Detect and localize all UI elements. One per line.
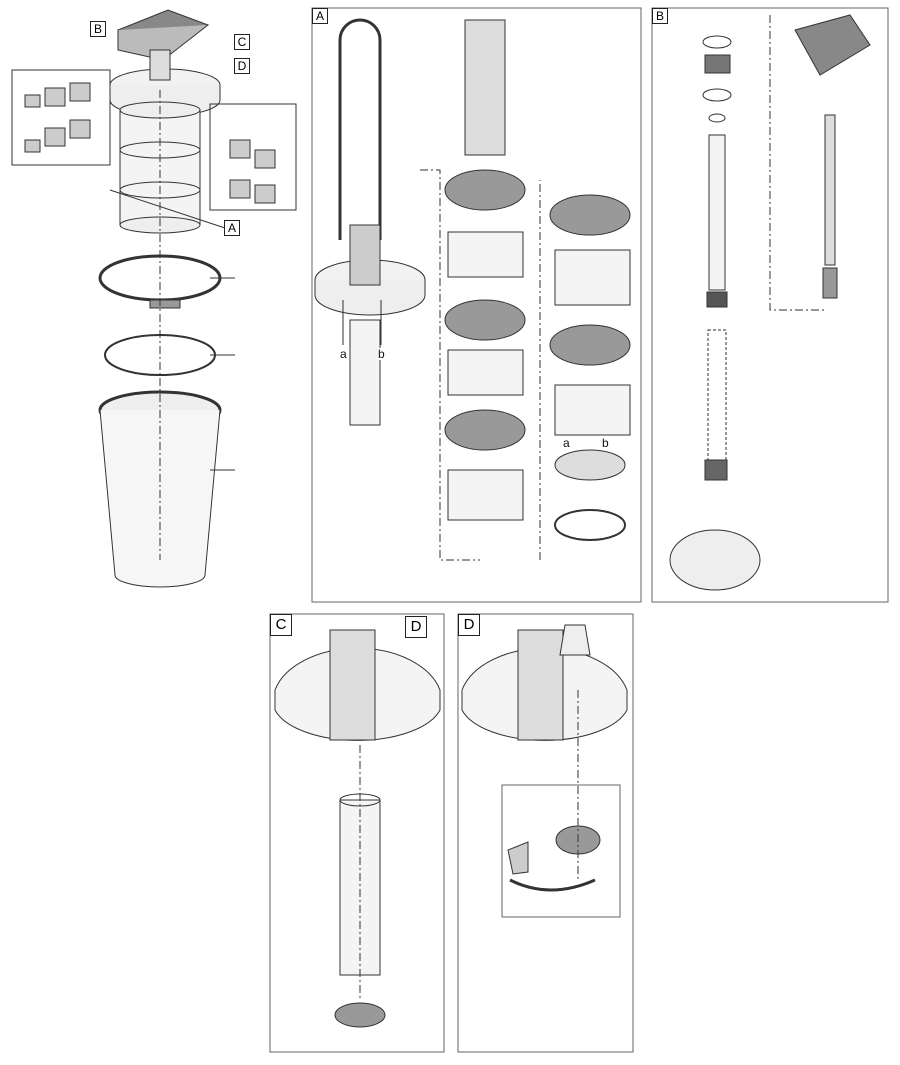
panel-a-label: A <box>312 8 328 24</box>
panel-a-drawing <box>311 7 642 603</box>
label-b-right: b <box>602 436 609 450</box>
overview-assembly <box>11 9 297 588</box>
panel-c-label: C <box>270 614 292 636</box>
label-a-right: a <box>563 436 570 450</box>
panel-c-drawing <box>269 613 445 1053</box>
callout-d: D <box>234 58 250 74</box>
label-a-left: a <box>340 347 347 361</box>
callout-b: B <box>90 21 106 37</box>
panel-c-inner-d-label: D <box>405 616 427 638</box>
panel-b-label: B <box>652 8 668 24</box>
panel-d-label: D <box>458 614 480 636</box>
callout-a: A <box>224 220 240 236</box>
panel-d-drawing <box>457 613 634 1053</box>
panel-b-drawing <box>651 7 889 603</box>
callout-c: C <box>234 34 250 50</box>
label-b-left: b <box>378 347 385 361</box>
